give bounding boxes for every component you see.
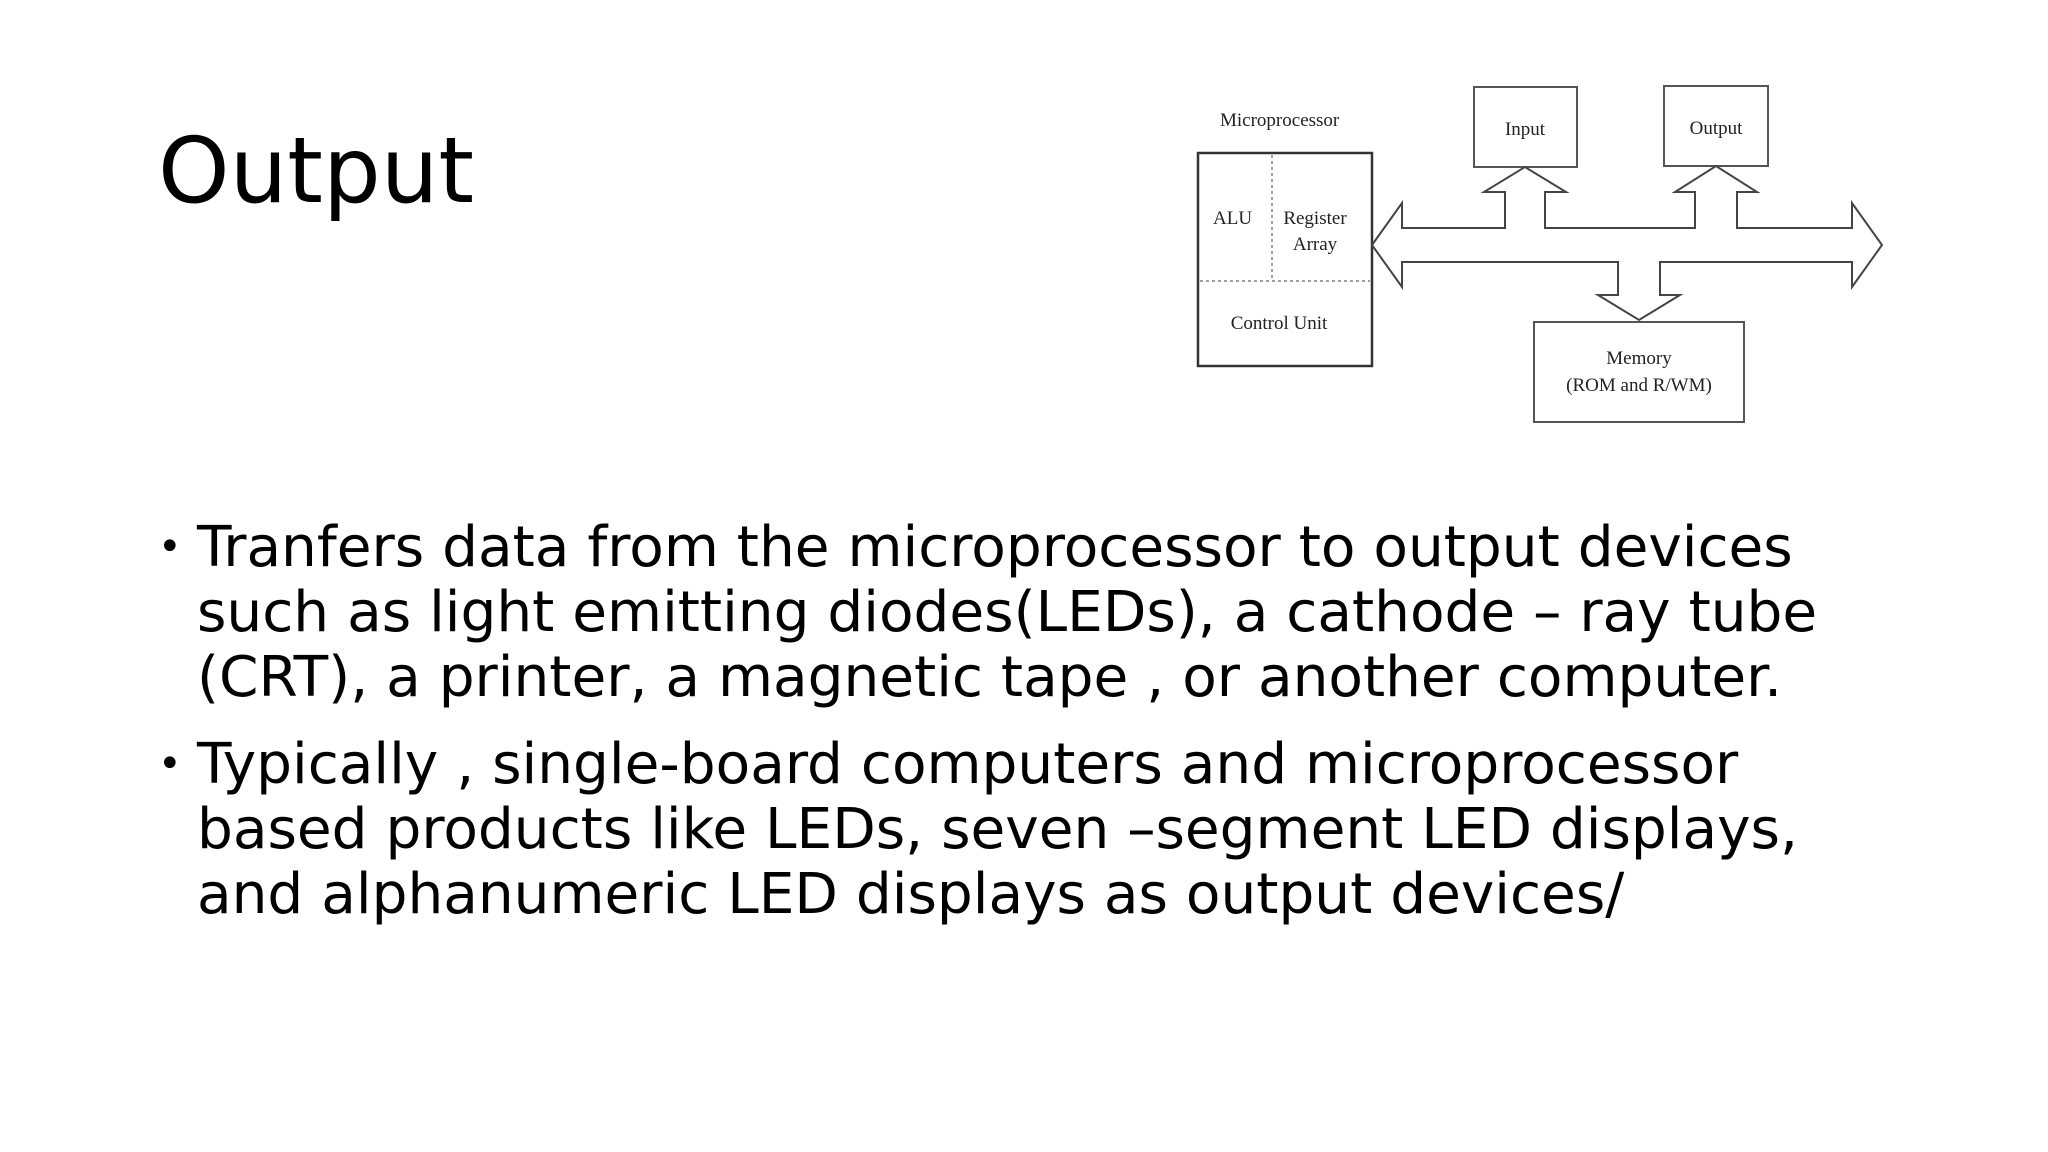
memory-box [1533,321,1745,423]
bullet-glyph: • [158,524,182,570]
microprocessor-box [1196,151,1374,368]
register-label-line1: Register [1283,208,1347,229]
bullet-item: • Tranfers data from the microprocessor … [158,515,1918,710]
slide-title: Output [158,119,475,224]
microprocessor-block-diagram: Microprocessor ALU Register Array Contro… [1196,85,1884,423]
input-label: Input [1505,119,1546,140]
memory-label-line1: Memory [1606,348,1672,369]
bullet-item: • Typically , single-board computers and… [158,732,1918,927]
memory-label-line2: (ROM and R/WM) [1566,375,1712,396]
microprocessor-label: Microprocessor [1220,110,1340,131]
bullet-text: Typically , single-board computers and m… [197,732,1798,927]
alu-label: ALU [1213,208,1252,229]
register-label-line2: Array [1293,234,1338,255]
control-unit-label: Control Unit [1231,313,1328,334]
bullet-text: Tranfers data from the microprocessor to… [197,515,1818,710]
system-bus-arrow [1370,164,1884,322]
bullet-list: • Tranfers data from the microprocessor … [158,515,1918,949]
output-label: Output [1690,118,1744,139]
bullet-glyph: • [158,741,182,787]
